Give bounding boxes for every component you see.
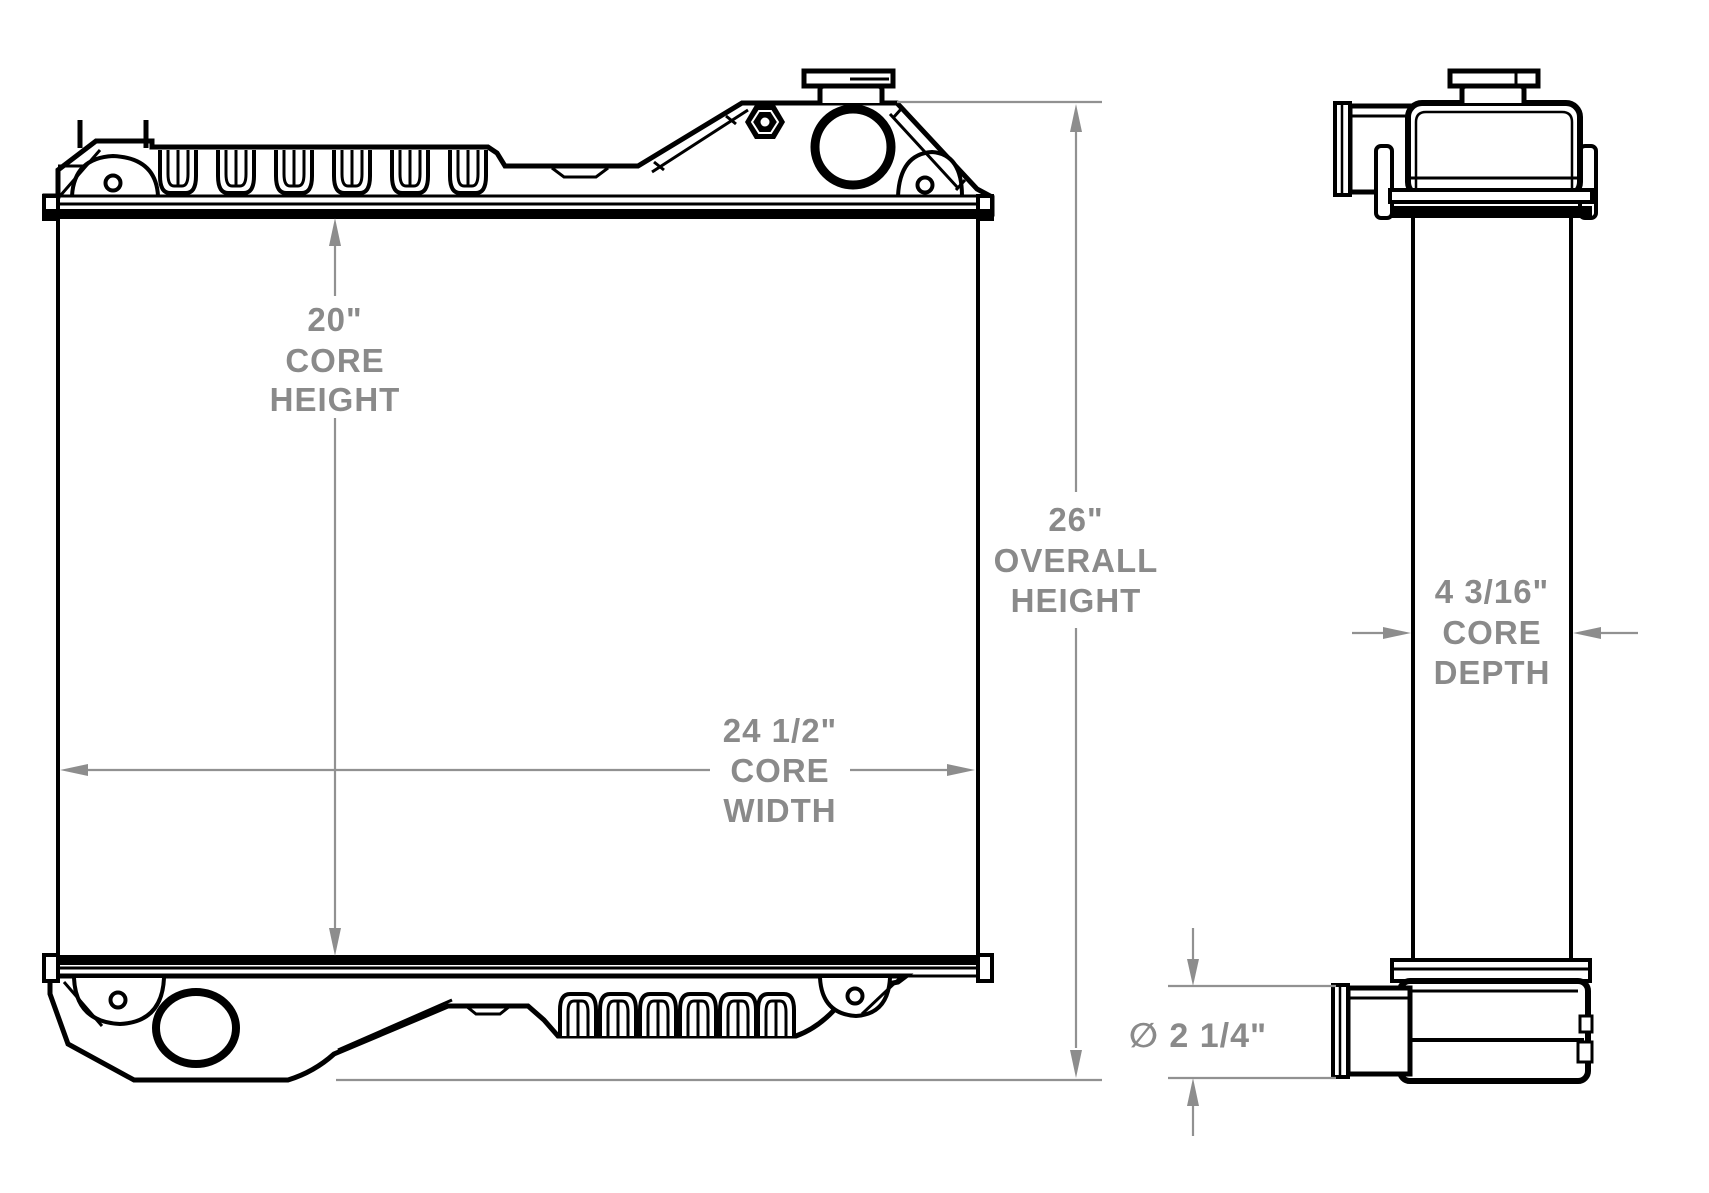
top-right-mounting-bracket [888,106,967,197]
side-bottom-tank [1331,958,1594,1084]
side-core [1411,218,1573,960]
arrowhead-up-icon [1187,1078,1199,1106]
front-top-tank [42,68,995,221]
side-filler-neck [1447,68,1541,103]
overall-height-label-1: OVERALL [994,542,1159,579]
bracket-hole [103,173,123,193]
core-width-label-2: WIDTH [723,792,836,829]
dimension-core-depth: 4 3/16" CORE DEPTH [1352,573,1638,691]
arrowhead-left-icon [60,764,88,776]
front-view [42,68,995,1083]
outlet-pipe [1331,983,1413,1079]
outlet-opening [152,988,240,1068]
outlet-diameter-value: ∅ 2 1/4" [1129,1017,1267,1055]
hex-bolt-icon [745,105,785,139]
side-top-tank-body [1405,100,1583,199]
core-height-label-1: CORE [285,342,384,379]
right-end-tab [976,953,994,983]
bracket-hole [845,986,865,1006]
bottom-left-mounting-bracket [62,977,166,1027]
arrowhead-up-icon [1070,104,1082,132]
top-left-mounting-bracket [58,149,160,197]
core-height-label-2: HEIGHT [270,381,401,418]
bottom-right-mounting-bracket [818,976,902,1019]
core-height-value: 20" [307,301,362,338]
arrowhead-right-icon [947,764,975,776]
core-width-value: 24 1/2" [723,712,837,749]
bracket-hole [915,175,935,195]
core-depth-label-1: CORE [1442,614,1541,651]
side-core-top-line [1390,206,1592,218]
arrowhead-up-icon [329,218,341,246]
side-top-tank [1333,68,1598,220]
overall-height-value: 26" [1048,501,1103,538]
side-bottom-tank-body [1397,978,1591,1084]
left-end-tab [42,953,60,983]
dimension-core-width: 24 1/2" CORE WIDTH [60,712,975,829]
overall-height-label-2: HEIGHT [1011,582,1142,619]
side-small-tab [1578,1014,1594,1034]
front-bottom-tank [42,953,994,1083]
side-filler-cap [1447,68,1541,89]
side-small-tab-2 [1576,1040,1594,1064]
tank-notch [551,166,609,179]
front-core [56,214,980,960]
tank-notch [465,1004,511,1016]
dimension-outlet-diameter: ∅ 2 1/4" [1129,928,1336,1136]
arrowhead-down-icon [1187,959,1199,986]
bracket-hole [108,990,128,1010]
side-left-tab [1374,144,1394,220]
arrowhead-down-icon [329,928,341,956]
arrowhead-right-icon [1383,627,1411,639]
core-depth-label-2: DEPTH [1434,654,1551,691]
filler-opening [810,104,896,190]
core-depth-value: 4 3/16" [1435,573,1549,610]
side-view [1331,68,1598,1084]
filler-cap [801,68,896,89]
filler-neck [801,68,896,103]
dimension-overall-height: 26" OVERALL HEIGHT [336,100,1159,1082]
arrowhead-left-icon [1573,627,1601,639]
core-width-label-1: CORE [730,752,829,789]
dimension-core-height: 20" CORE HEIGHT [270,218,401,956]
arrowhead-down-icon [1070,1050,1082,1078]
